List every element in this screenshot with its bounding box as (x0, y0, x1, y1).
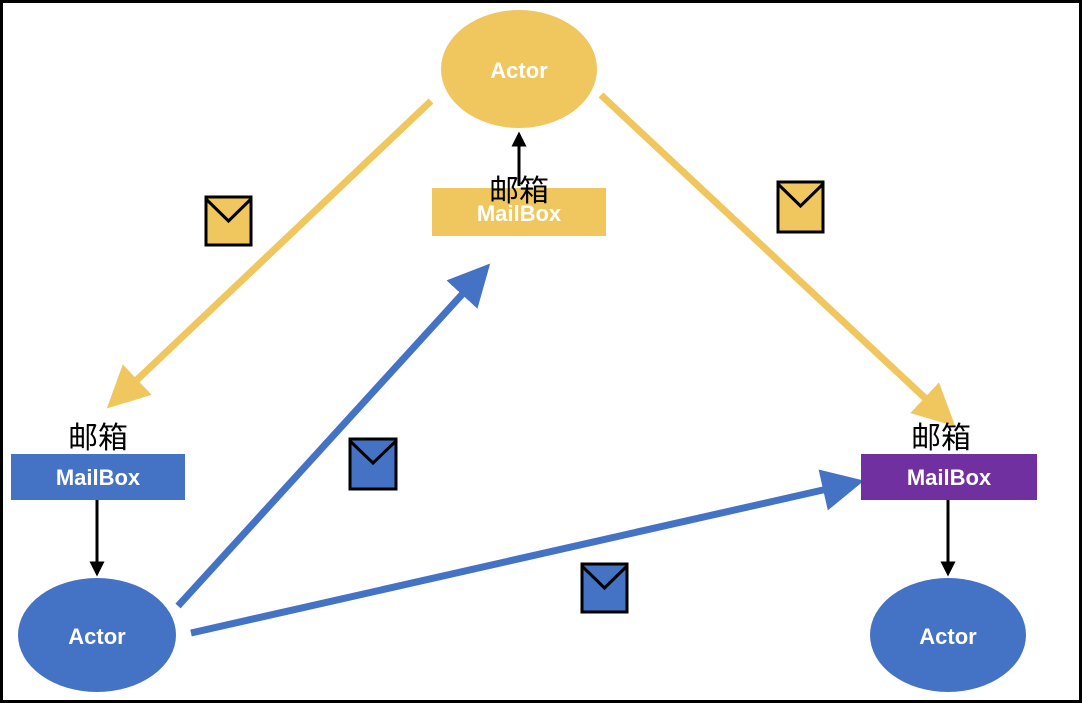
mailbox-left-label: MailBox (56, 465, 141, 490)
mailbox-right: MailBox (861, 454, 1037, 500)
arrow-top-actor-to-left-mailbox (106, 98, 434, 409)
mailbox-right-label: MailBox (907, 465, 992, 490)
arrow-left-actor-to-right-mailbox (190, 469, 865, 637)
actor-bottom-left: Actor (18, 578, 176, 692)
arrow-left-actor-to-top-mailbox (175, 263, 491, 609)
mailbox-right-caption: 邮箱 (911, 421, 971, 456)
mailbox-top-caption: 邮箱 (489, 174, 549, 209)
mailbox-top: MailBox (432, 188, 606, 236)
actor-top-label: Actor (490, 58, 548, 83)
actor-top: Actor (441, 10, 597, 128)
envelope-middle-left-icon (348, 437, 398, 491)
actor-mailbox-diagram: Actor MailBox 邮箱 MailBox 邮箱 MailBox 邮箱 A… (11, 10, 1037, 692)
mailbox-left: MailBox (11, 454, 185, 500)
envelope-top-right-icon (776, 180, 825, 234)
actor-bottom-left-label: Actor (68, 624, 126, 649)
mailbox-top-label: MailBox (477, 201, 562, 226)
envelope-top-left-icon (204, 195, 253, 247)
envelope-bottom-center-icon (580, 562, 629, 614)
arrow-top-actor-to-right-mailbox (598, 92, 956, 427)
actor-bottom-right: Actor (870, 578, 1026, 692)
mailbox-left-caption: 邮箱 (68, 421, 128, 456)
actor-bottom-right-label: Actor (919, 624, 977, 649)
